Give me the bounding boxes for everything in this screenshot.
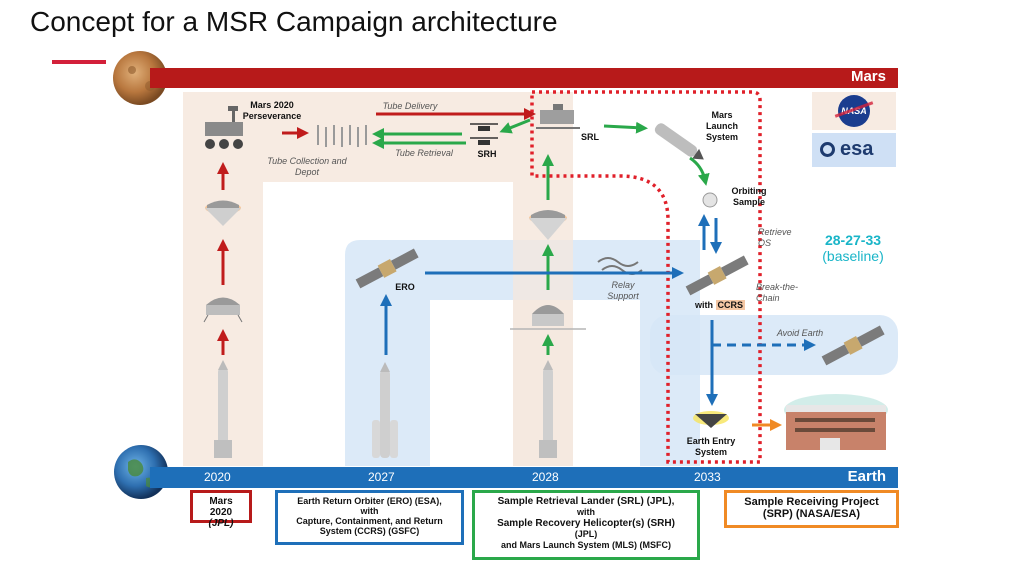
rocket-icon: [654, 123, 704, 160]
entry-capsule-icon: [205, 200, 241, 226]
ccrs-text: CCRS: [715, 300, 746, 310]
earth-label: Earth: [847, 468, 886, 485]
rocket-icon: [539, 360, 557, 458]
box-line: Capture, Containment, and Return: [296, 516, 443, 526]
baseline-code: 28-27-33: [824, 232, 882, 248]
lander-icon: [203, 297, 243, 323]
baseline-label: 28-27-33 (baseline): [808, 232, 898, 264]
box-line: (SRP) (NASA/ESA): [762, 508, 861, 520]
earth-band: 2020 2027 2028 2033 Earth: [150, 467, 898, 488]
esa-logo-text: esa: [840, 138, 874, 160]
earth-entry-label: Earth Entry System: [686, 436, 736, 457]
orbiter-icon: [355, 248, 419, 289]
ero-label: ERO: [395, 282, 415, 292]
with-text: with: [694, 300, 713, 310]
box-line: (JPL): [208, 518, 234, 529]
page-title: Concept for a MSR Campaign architecture: [30, 6, 558, 37]
ero-zone: [345, 240, 700, 466]
box-line: Mars 2020: [209, 496, 233, 518]
srl-label: SRL: [581, 132, 599, 142]
srh-label: SRH: [477, 149, 497, 159]
year-label: 2028: [532, 470, 559, 484]
tube-collection-label: Tube Collection and Depot: [267, 156, 347, 177]
year-label: 2033: [694, 470, 721, 484]
rover-icon: [205, 106, 243, 149]
box-line: (JPL): [574, 529, 598, 539]
box-line: Earth Return Orbiter (ERO) (ESA),: [297, 496, 442, 506]
avoid-earth-label: Avoid Earth: [776, 328, 824, 338]
sample-container-icon: [702, 192, 718, 208]
mars-label: Mars: [850, 68, 886, 85]
relay-support-label: Relay Support: [607, 280, 639, 301]
entry-capsule-icon: [529, 210, 567, 240]
mars2020-perseverance-label: Mars 2020 Perseverance: [242, 100, 302, 121]
ero-box: Earth Return Orbiter (ERO) (ESA), with C…: [275, 490, 464, 545]
building-icon: [784, 394, 888, 450]
baseline-text: (baseline): [822, 248, 884, 264]
year-label: 2020: [204, 470, 231, 484]
mars-planet-icon: [113, 51, 167, 105]
rocket-icon: [214, 360, 232, 458]
mars2020-box: Mars 2020 (JPL): [190, 490, 252, 529]
nasa-logo: NASA: [812, 92, 896, 130]
box-line: and Mars Launch System (MLS) (MSFC): [500, 540, 671, 550]
esa-logo: esa: [812, 133, 896, 167]
tube-delivery-label: Tube Delivery: [382, 101, 438, 111]
box-line: with: [577, 507, 595, 517]
orbiting-sample-label: Orbiting Sample: [731, 186, 767, 207]
srl-box: Sample Retrieval Lander (SRL) (JPL), wit…: [472, 490, 700, 560]
box-line: System (CCRS) (GSFC): [319, 526, 420, 536]
title-underline: [52, 60, 106, 64]
break-the-chain-label: Break-the-Chain: [756, 282, 799, 303]
tube-retrieval-label: Tube Retrieval: [395, 148, 453, 158]
orbiter-icon: [821, 325, 885, 366]
tube-depot-icon: [317, 125, 367, 147]
mars-band: Mars: [150, 68, 898, 88]
year-label: 2027: [368, 470, 395, 484]
box-line: Sample Recovery Helicopter(s) (SRH): [497, 518, 675, 529]
srp-box: Sample Receiving Project (SRP) (NASA/ESA…: [724, 490, 899, 528]
retrieve-os-label: Retrieve OS: [758, 227, 792, 248]
helicopter-icon: [470, 123, 498, 145]
orbiter-icon: [685, 255, 749, 296]
with-ccrs-label: with CCRS: [690, 300, 750, 311]
lander-icon: [510, 305, 586, 330]
rocket-icon: [372, 362, 398, 458]
box-line: Sample Retrieval Lander (SRL) (JPL),: [497, 496, 675, 507]
entry-capsule-icon: [693, 411, 729, 428]
box-line: with: [360, 506, 379, 516]
campaign-boundary: [530, 90, 762, 464]
mls-label: Mars Launch System: [705, 110, 739, 142]
lander-icon: [536, 104, 580, 129]
box-line: Sample Receiving Project: [744, 496, 879, 508]
